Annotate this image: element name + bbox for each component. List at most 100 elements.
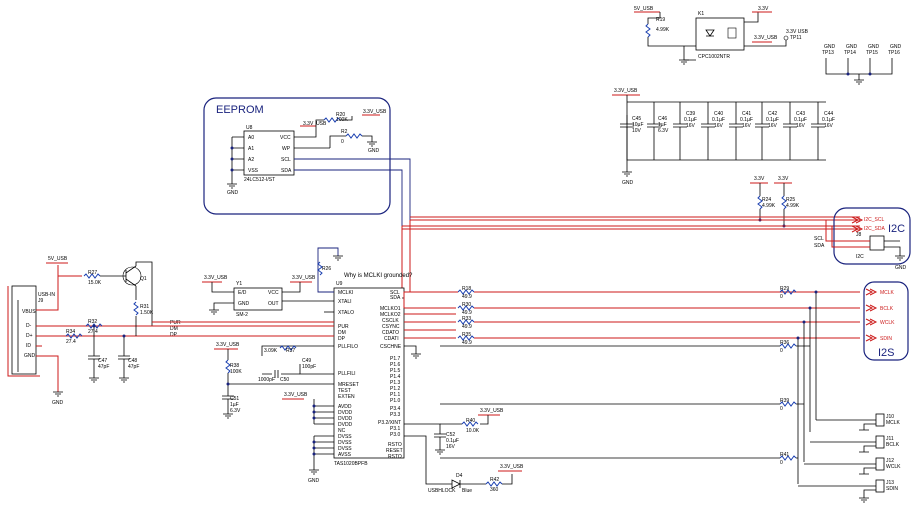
d4-part: USBHLOCK — [428, 488, 456, 494]
svg-text:MCLK: MCLK — [886, 420, 901, 426]
i2c-group-frame — [833, 207, 911, 265]
svg-text:0.1µF: 0.1µF — [684, 117, 697, 123]
u9-gnd: GND — [308, 478, 320, 484]
svg-text:RSTO: RSTO — [388, 442, 402, 448]
j9-pin-id: ID — [26, 343, 31, 349]
svg-text:J13: J13 — [886, 480, 894, 486]
svg-text:WCLK: WCLK — [886, 464, 901, 470]
svg-text:0.1µF: 0.1µF — [766, 117, 779, 123]
r20-power: 3.3V_USB — [363, 109, 387, 115]
svg-text:XTALO: XTALO — [338, 310, 354, 316]
j8-ref: J8 — [856, 232, 862, 238]
eeprom-group-title: EEPROM — [216, 104, 264, 116]
u8-pin-vcc: VCC — [280, 135, 291, 141]
r19-val: 4.99K — [656, 27, 670, 33]
r19-ref: R19 — [656, 17, 665, 23]
svg-text:SCL: SCL — [390, 290, 400, 296]
svg-text:0.1µF: 0.1µF — [794, 117, 807, 123]
j9-connector — [11, 285, 37, 375]
j9-pin-dp: D+ — [26, 333, 33, 339]
c48-ref: C48 — [128, 358, 137, 364]
d4-color: Blue — [462, 488, 472, 494]
r42-val: 360 — [490, 487, 499, 493]
svg-text:BCLK: BCLK — [886, 442, 900, 448]
svg-text:SDA: SDA — [390, 295, 401, 301]
svg-text:16V: 16V — [768, 123, 778, 129]
u8-pin-scl: SCL — [281, 157, 291, 163]
tp11-ref: TP11 — [790, 35, 802, 41]
u9-chip — [333, 287, 405, 459]
svg-text:GND: GND — [824, 44, 836, 50]
svg-text:6.3V: 6.3V — [658, 128, 669, 134]
svg-text:PLLFILO: PLLFILO — [338, 344, 358, 350]
j9-pin-vbus: VBUS — [22, 309, 36, 315]
svg-text:MCLKO1: MCLKO1 — [380, 306, 401, 312]
r29-ref: R29 — [780, 286, 789, 292]
svg-text:49.9: 49.9 — [462, 340, 472, 346]
r2-val: 0 — [341, 139, 344, 145]
c50-val: 1000pF — [258, 377, 275, 383]
y1-ref: Y1 — [236, 281, 242, 287]
j8-pin-scl: SCL — [814, 236, 824, 242]
svg-text:TP13: TP13 — [822, 50, 834, 56]
i2s-group-title: I2S — [878, 347, 895, 359]
k1-relay — [695, 17, 745, 51]
pur-net: PUR — [170, 320, 181, 326]
u8-gnd-label: GND — [227, 190, 239, 196]
c52-val: 0.1µF — [446, 438, 459, 444]
svg-text:DVDD: DVDD — [338, 416, 353, 422]
y1-pin-gnd: GND — [238, 301, 250, 307]
u8-vcc-power: 3.3V_USB — [303, 121, 327, 127]
svg-text:AVDD: AVDD — [338, 404, 352, 410]
c49-ref: C49 — [302, 358, 311, 364]
svg-text:GND: GND — [890, 44, 902, 50]
r34-val: 27.4 — [66, 339, 76, 345]
dp-net: DP — [170, 332, 178, 338]
svg-text:GND: GND — [846, 44, 858, 50]
c51-volt: 6.3V — [230, 408, 241, 414]
r2-gnd-label: GND — [368, 148, 380, 154]
r38-power: 3.3V_USB — [216, 342, 240, 348]
svg-text:R33: R33 — [462, 316, 471, 322]
r20-val: 100K — [336, 117, 348, 123]
u8-chip — [243, 130, 295, 176]
cap-bank-power: 3.3V_USB — [614, 88, 638, 94]
svg-text:MCLKO2: MCLKO2 — [380, 312, 401, 318]
y1-ed-power: 3.3V_USB — [204, 275, 228, 281]
c48-val: 47pF — [128, 364, 139, 370]
k1-v33-label: 3.3V — [758, 6, 769, 12]
j9-pin-dm: D- — [26, 323, 32, 329]
r40-val: 10.0K — [466, 428, 480, 434]
u8-pin-a0: A0 — [248, 135, 254, 141]
cap-bank-gnd: GND — [622, 180, 634, 186]
svg-text:P3.0: P3.0 — [390, 432, 401, 438]
c47-ref: C47 — [98, 358, 107, 364]
j8-name: I2C — [856, 254, 864, 260]
svg-text:DVDD: DVDD — [338, 410, 353, 416]
svg-text:P1.7: P1.7 — [390, 356, 401, 362]
j9-ref: J9 — [38, 298, 44, 304]
d4-ref: D4 — [456, 473, 463, 479]
y1-pin-ed: E/D — [238, 290, 247, 296]
svg-text:PLLFILI: PLLFILI — [338, 371, 356, 377]
y1-pin-vcc: VCC — [268, 290, 279, 296]
r31-val: 1.50K — [140, 310, 154, 316]
svg-text:CSCHNE: CSCHNE — [380, 344, 402, 350]
svg-text:DVDD: DVDD — [338, 422, 353, 428]
u8-pin-vss: VSS — [248, 168, 259, 174]
svg-text:0.1µF: 0.1µF — [822, 117, 835, 123]
r42-power: 3.3V_USB — [500, 464, 524, 470]
mclki-question: Why is MCLKI grounded? — [344, 273, 413, 279]
svg-text:MRESET: MRESET — [338, 382, 359, 388]
svg-text:P3.2/XINT: P3.2/XINT — [378, 420, 401, 426]
svg-text:P1.3: P1.3 — [390, 380, 401, 386]
offpage-mclk: MCLK — [880, 290, 895, 296]
svg-text:SDIN: SDIN — [886, 486, 898, 492]
r36-ref: R36 — [780, 340, 789, 346]
j8-pin-sda: SDA — [814, 243, 825, 249]
svg-text:0.1µF: 0.1µF — [712, 117, 725, 123]
r25-power: 3.3V — [778, 176, 789, 182]
u9-right-pins: SCL SDA MCLKO1 MCLKO2 CSCLK CSYNC CDATO … — [378, 290, 403, 460]
r37-ref: R37 — [286, 348, 295, 354]
r24-ref: R24 — [762, 197, 771, 203]
